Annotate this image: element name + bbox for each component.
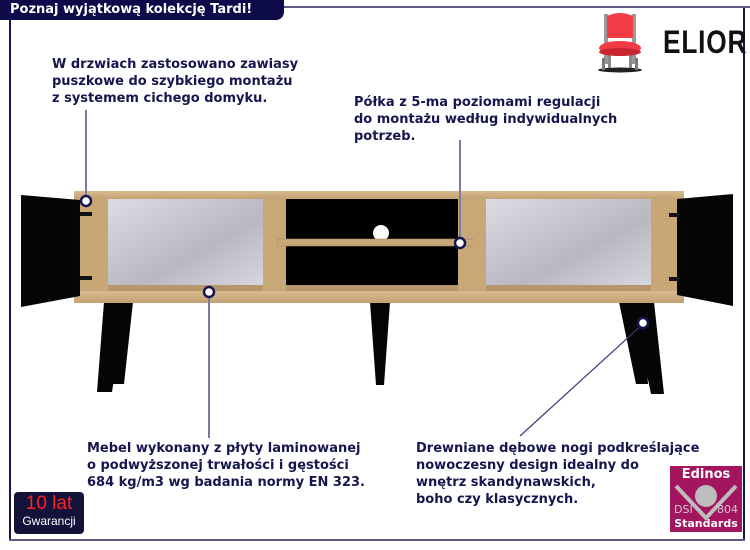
legs-marker — [636, 316, 650, 330]
edinos-v-icon — [674, 484, 738, 521]
cabinet-bottom — [74, 291, 684, 303]
hinge-marker — [79, 194, 93, 208]
brand-logo: ELIOR — [590, 10, 746, 74]
adjustable-shelf — [277, 238, 479, 247]
edinos-dsi: DSI — [674, 503, 693, 516]
brand-name: ELIOR — [663, 24, 748, 60]
leg-center — [370, 302, 390, 385]
leg-left — [97, 302, 133, 392]
edinos-standards-badge: Edinos DSI 804 Standards — [670, 466, 742, 532]
edinos-title: Edinos — [681, 467, 731, 482]
frame-left-line — [9, 20, 11, 541]
edinos-number: 804 — [717, 503, 738, 516]
cable-hole — [373, 225, 389, 241]
warranty-label: Gwarancji — [22, 514, 76, 528]
material-marker — [202, 285, 216, 299]
frame-right-line — [743, 8, 745, 541]
edinos-standards: Standards — [674, 517, 738, 530]
right-compartment — [486, 199, 651, 285]
red-chair-icon — [598, 13, 642, 73]
left-door — [21, 195, 80, 307]
leg-right — [619, 302, 664, 394]
warranty-years: 10 lat — [25, 493, 73, 514]
callout-hinges: W drzwiach zastosowano zawiasy puszkowe … — [52, 57, 299, 106]
callout-material: Mebel wykonany z płyty laminowanej o pod… — [87, 441, 365, 490]
warranty-badge: 10 lat Gwarancji — [14, 492, 84, 534]
cabinet-top — [74, 191, 684, 199]
callout-legs: Drewniane dębowe nogi podkreślające nowo… — [416, 441, 700, 507]
callout-shelf: Półka z 5-ma poziomami regulacji do mont… — [354, 95, 618, 144]
frame-top-line — [284, 6, 750, 8]
frame-bottom-line — [9, 539, 745, 541]
shelf-marker — [453, 236, 467, 250]
left-compartment — [108, 199, 263, 285]
right-door — [677, 194, 733, 306]
page-title: Poznaj wyjątkową kolekcję Tardi! — [0, 0, 284, 20]
